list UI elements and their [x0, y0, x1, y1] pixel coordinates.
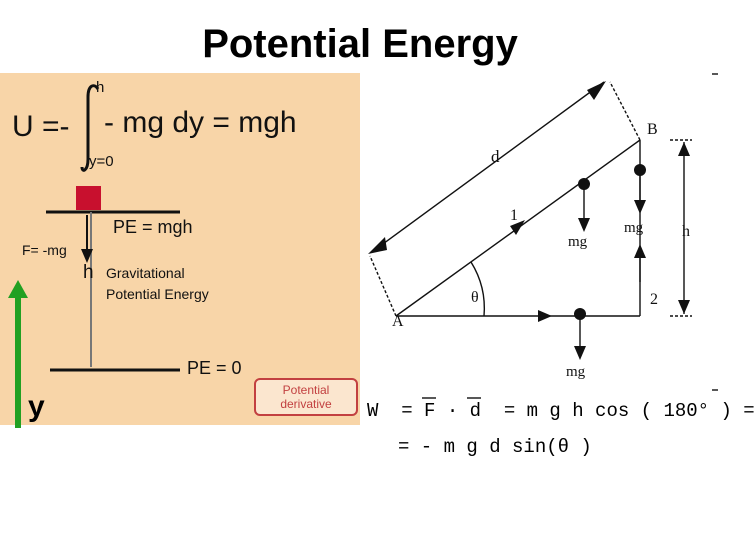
label-mg-bottom: mg: [566, 364, 586, 380]
label-b: B: [647, 121, 658, 138]
path2-arrowhead-icon: [538, 310, 552, 322]
d-arrowhead-left-icon: [368, 237, 387, 254]
d-arrowhead-right-icon: [587, 81, 606, 100]
label-mg-right: mg: [624, 220, 644, 236]
gravitational-label: Gravitational: [106, 265, 185, 281]
work-equation-line2: = - m g d sin(θ ): [398, 436, 592, 458]
label-theta: θ: [471, 289, 479, 306]
vector-bar-d-icon: [467, 397, 481, 399]
force-arrowhead-icon: [81, 249, 93, 263]
mg-bottom-arrowhead-icon: [574, 346, 586, 360]
pe-bottom-label: PE = 0: [187, 358, 242, 378]
formula-lhs: U =-: [12, 110, 70, 143]
y-axis-arrow-icon: [8, 280, 28, 428]
potential-energy-label: Potential Energy: [106, 286, 209, 302]
mass-path1-dot: [578, 178, 590, 190]
label-d: d: [491, 147, 500, 166]
label-path2: 2: [650, 291, 658, 308]
energy-level-diagram: [46, 186, 180, 372]
formula-integrand: - mg dy = mgh: [104, 106, 297, 139]
h-arrowhead-up-icon: [678, 142, 690, 156]
mg-up-arrowhead-icon: [634, 244, 646, 258]
y-axis-label: y: [28, 390, 45, 423]
d-dim-line: [371, 81, 605, 253]
mass-top-right-dot: [634, 164, 646, 176]
mg-path1-arrowhead-icon: [578, 218, 590, 232]
force-label: F= -mg: [22, 242, 67, 258]
path1-arrowhead-icon: [510, 220, 525, 235]
formula-upper-limit: h: [96, 79, 105, 96]
label-mg-path1: mg: [568, 234, 588, 250]
mass-block: [76, 186, 101, 210]
badge-line2: derivative: [280, 397, 332, 411]
d-extension-b: [609, 81, 641, 141]
badge-line1: Potential: [282, 383, 330, 397]
d-extension-a: [369, 255, 397, 317]
pe-top-label: PE = mgh: [113, 217, 193, 237]
formula-lower-limit: y=0: [89, 153, 114, 170]
potential-energy-panel: U =- h - mg dy = mgh y=0 PE = mgh F= -mg…: [0, 73, 360, 425]
work-equation-line1: W = F · d = m g h cos ( 180° ) =: [367, 400, 755, 422]
potential-derivative-link[interactable]: Potential derivative: [254, 378, 358, 416]
label-path1: 1: [510, 207, 518, 224]
h-arrowhead-down-icon: [678, 300, 690, 314]
label-a: A: [392, 313, 404, 330]
mg-right-arrowhead-icon: [634, 200, 646, 214]
integral-sign-icon: [80, 84, 100, 172]
page-title: Potential Energy: [202, 22, 518, 66]
height-label: h: [83, 262, 94, 283]
theta-arc: [470, 261, 486, 317]
vector-bar-f-icon: [422, 397, 436, 399]
label-h: h: [682, 223, 690, 240]
mass-bottom-dot: [574, 308, 586, 320]
incline-work-diagram: A B d 1 2 θ h mg mg mg: [368, 73, 718, 391]
